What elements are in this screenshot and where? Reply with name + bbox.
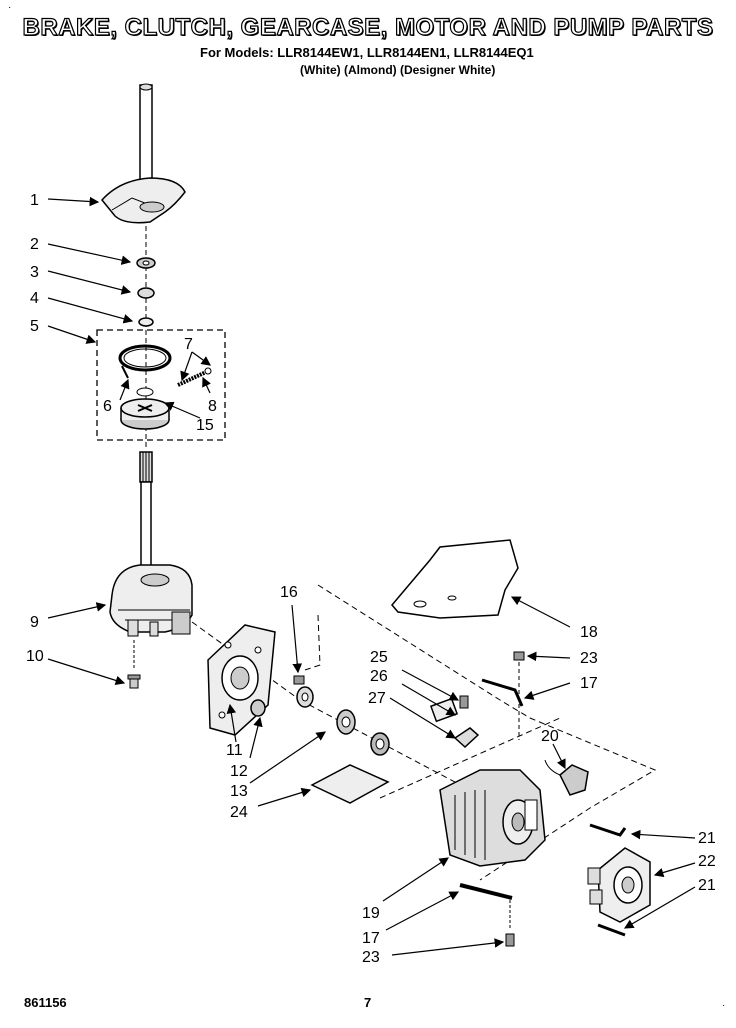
part-clutch-spring [177,367,212,387]
part-retaining-ring [137,287,155,299]
part-bolt-10 [127,640,141,689]
part-clip-27 [453,727,480,749]
callout-17-top: 17 [580,675,598,692]
part-bolt-16 [293,614,321,685]
callout-15: 15 [196,417,214,434]
part-strap-17-lower [459,883,513,900]
callout-11: 11 [226,742,243,759]
callout-7: 7 [184,336,193,353]
part-bushing-11 [250,699,266,717]
part-mounting-plate [207,624,276,736]
callout-leaders [47,196,696,956]
part-screw-23-bottom [505,900,515,947]
part-coupling-hub [296,686,314,708]
diagram-title: BRAKE, CLUTCH, GEARCASE, MOTOR AND PUMP … [22,13,714,41]
colors-line: (White) (Almond) (Designer White) [300,63,496,77]
part-motor-19 [439,769,546,867]
part-gearcase [109,451,193,637]
callout-23-top: 23 [580,650,598,667]
part-coupling-hub-motor [370,732,390,756]
callout-21-bottom: 21 [698,877,716,894]
part-pump-22 [587,847,651,923]
footer-code: 861156 [24,995,67,1010]
part-clutch-driver [120,387,170,430]
callout-13: 13 [230,783,248,800]
part-screw-23-top [513,651,525,740]
callout-23-bottom: 23 [362,949,380,966]
part-motor-switch-20 [544,759,589,796]
callout-24: 24 [230,804,248,821]
callout-numbers: 1 2 3 4 5 6 7 8 15 9 10 16 11 12 13 24 2… [26,192,716,966]
models-line: For Models: LLR8144EW1, LLR8144EN1, LLR8… [200,45,534,60]
part-brake-shaft-cam [101,83,186,224]
part-shield-24 [310,764,390,804]
callout-1: 1 [30,192,39,209]
callout-8: 8 [208,398,217,415]
callout-3: 3 [30,264,39,281]
callout-17-bottom: 17 [362,930,380,947]
callout-21-top: 21 [698,830,716,847]
callout-27: 27 [368,690,386,707]
callout-22: 22 [698,853,716,870]
callout-25: 25 [370,649,388,666]
part-capacitor-25 [429,697,459,723]
part-coupling-disc [336,709,356,735]
callout-12: 12 [230,763,248,780]
callout-20: 20 [541,728,559,745]
corner-mark-bottom-right: · [722,1000,726,1011]
callout-5: 5 [30,318,39,335]
callout-19: 19 [362,905,380,922]
part-screw-26 [459,695,469,709]
callout-4: 4 [30,290,39,307]
clutch-assembly-box [96,329,226,441]
part-clip-21-upper [589,823,627,837]
footer-page-number: 7 [364,995,372,1010]
callout-26: 26 [370,668,388,685]
part-motor-shield-18 [391,539,519,619]
part-spacer [138,317,154,327]
corner-mark-top-left: · [8,2,12,13]
callout-10: 10 [26,648,44,665]
part-clip-21-lower [597,923,626,937]
callout-2: 2 [30,236,39,253]
callout-6: 6 [103,398,112,415]
callout-18: 18 [580,624,598,641]
callout-9: 9 [30,614,39,631]
part-strap-17-upper [481,678,524,707]
callout-16: 16 [280,584,298,601]
part-clutch-band [118,344,172,379]
